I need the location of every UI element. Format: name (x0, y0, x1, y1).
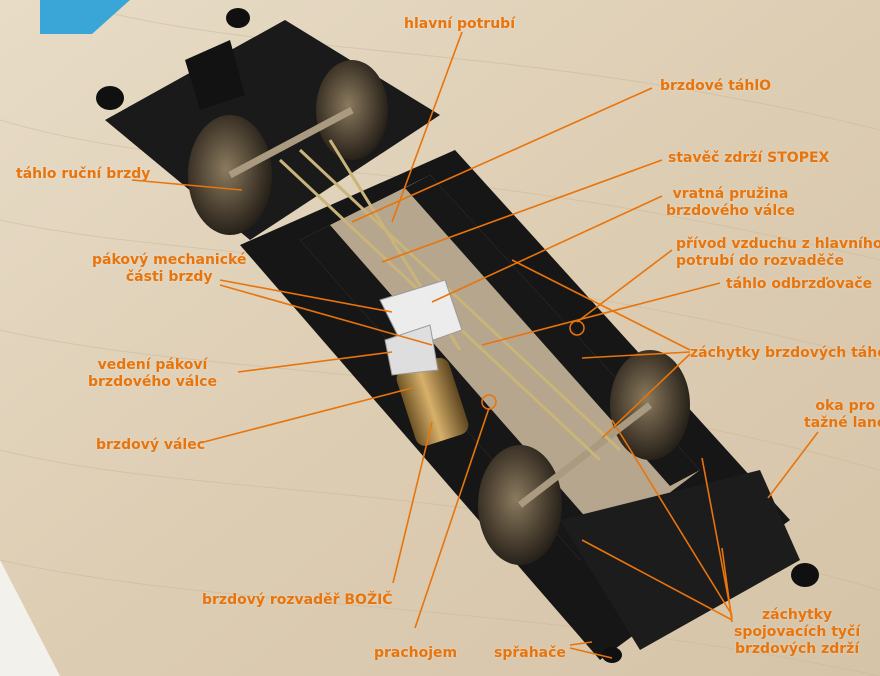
label-sprahace: spřahače (494, 645, 566, 661)
label-zachytky-tahel: záchytky brzdových táhel (690, 345, 880, 361)
leader-vedeni (237, 351, 393, 373)
leader-lines (131, 31, 819, 659)
leader-zachytky-spoj-4 (721, 547, 733, 623)
paper-corner (0, 560, 60, 676)
label-vratna-pruzina: vratná pružina brzdového válce (666, 186, 795, 220)
leader-tahlo-odbrzdovace (481, 282, 721, 346)
leader-prachojem (414, 407, 490, 629)
leader-oka (767, 431, 819, 499)
leader-zachytky-spoj-3 (581, 539, 733, 621)
leader-zachytky-tahel-3 (601, 353, 691, 439)
leader-hlavni-potrubi (391, 31, 463, 223)
wheelset-rear (478, 350, 690, 565)
lever-guide (379, 279, 463, 376)
brake-cylinder (396, 357, 469, 446)
leader-sprahace-1 (569, 641, 593, 646)
label-zachytky-spojovacich: záchytky spojovacích tyčí brzdových zdrž… (734, 607, 860, 658)
label-tahlo-odbrzdovace: táhlo odbrzďovače (726, 276, 873, 292)
leader-tahlo-rucni-brzdy (131, 179, 243, 191)
label-hlavni-potrubi: hlavní potrubí (404, 16, 516, 32)
label-vratna-pruzina-line1: vratná pružina (672, 186, 789, 202)
label-brzdove-tahlo: brzdové táhlO (660, 78, 772, 94)
leader-zachytky-spoj-2 (701, 457, 733, 619)
blue-tape (40, 0, 130, 34)
label-brzdovy-valec: brzdový válec (96, 437, 206, 453)
leader-brzdove-tahlo (351, 87, 653, 223)
wheelset-front (188, 60, 388, 235)
leader-zachytky-tahel-1 (511, 259, 691, 351)
label-zachytky-spoj-line2: spojovacích tyčí (734, 624, 861, 640)
label-tahlo-rucni-brzdy: táhlo ruční brzdy (16, 166, 151, 182)
label-pakovy-line1: pákový mechanické (92, 252, 247, 268)
leader-staver-zdrzi (381, 159, 663, 263)
leader-rozvadec (392, 421, 433, 584)
label-vedeni-line2: brzdového válce (88, 374, 217, 390)
leader-zachytky-spoj-1 (611, 419, 733, 616)
label-staver-zdrzi: stavěč zdrží STOPEX (668, 150, 830, 166)
leader-brzdovy-valec (199, 387, 413, 444)
label-zachytky-spoj-line3: brzdových zdrží (734, 641, 860, 657)
label-prachojem: prachojem (374, 645, 458, 661)
label-pakovy-line2: části brzdy (125, 269, 213, 285)
leader-vratna-pruzina (431, 195, 663, 303)
leader-sprahace-2 (569, 647, 613, 659)
label-pakovy-mechanicke: pákový mechanické části brzdy (92, 252, 246, 286)
label-privod-line2: potrubí do rozvaděče (676, 253, 844, 269)
label-brzdovy-rozvadec: brzdový rozvaděř BOŽIČ (202, 592, 393, 608)
leader-pakovy-2 (219, 284, 433, 346)
label-vratna-pruzina-line2: brzdového válce (666, 203, 795, 219)
leader-zachytky-tahel-2 (581, 351, 691, 359)
couplers (96, 8, 819, 663)
label-vedeni-line1: vedení pákoví (97, 357, 208, 373)
label-oka-pro-tazne-lano: oka pro tažné lano (804, 398, 880, 432)
leader-privod (576, 249, 673, 323)
label-oka-line2: tažné lano (804, 415, 880, 431)
leader-pakovy-1 (219, 279, 393, 313)
label-vedeni-pakovi: vedení pákoví brzdového válce (88, 357, 217, 391)
label-privod-vzduchu: přívod vzduchu z hlavního potrubí do roz… (676, 236, 880, 270)
label-privod-line1: přívod vzduchu z hlavního (676, 236, 880, 252)
label-zachytky-spoj-line1: záchytky (762, 607, 833, 623)
label-oka-line1: oka pro (815, 398, 876, 414)
